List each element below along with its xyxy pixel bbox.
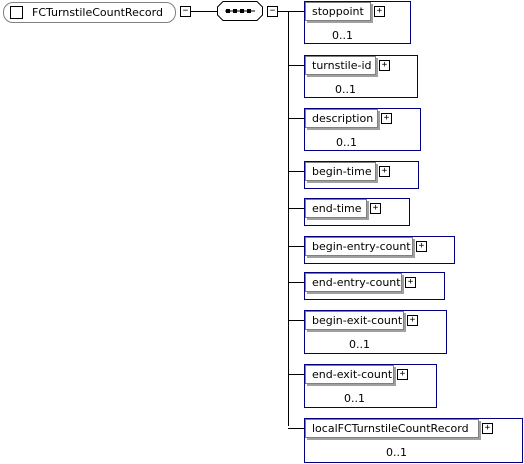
occurrence-label: 0..1 — [386, 446, 407, 459]
expand-icon[interactable]: + — [381, 113, 392, 124]
expand-icon[interactable]: + — [407, 315, 418, 326]
element-end-time[interactable]: end-time + — [304, 198, 410, 226]
element-name-box: localFCTurnstileCountRecord — [305, 419, 479, 438]
element-label: end-entry-count — [312, 276, 401, 289]
element-end-entry-count[interactable]: end-entry-count + — [304, 272, 445, 300]
element-end-exit-count[interactable]: end-exit-count +0..1 — [304, 364, 437, 408]
element-label: begin-exit-count — [312, 314, 403, 327]
expand-icon[interactable]: + — [482, 423, 493, 434]
sequence-collapse-icon[interactable]: − — [267, 6, 278, 17]
element-label: end-time — [312, 202, 362, 215]
element-name-box: turnstile-id — [305, 56, 376, 75]
root-element[interactable]: FCTurnstileCountRecord — [3, 2, 176, 23]
element-name-box: stoppoint — [305, 2, 371, 21]
element-icon — [10, 6, 23, 19]
element-label: stoppoint — [312, 5, 364, 18]
element-localFCTurnstileCountRecord[interactable]: localFCTurnstileCountRecord +0..1 — [304, 418, 523, 463]
collapse-icon[interactable]: − — [180, 6, 191, 17]
element-label: begin-time — [312, 165, 372, 178]
element-name-box: end-time — [305, 199, 367, 218]
occurrence-label: 0..1 — [349, 338, 370, 351]
expand-icon[interactable]: + — [379, 166, 390, 177]
element-turnstile-id[interactable]: turnstile-id +0..1 — [304, 55, 418, 98]
element-name-box: end-entry-count — [305, 273, 402, 292]
element-name-box: begin-exit-count — [305, 311, 404, 330]
element-label: begin-entry-count — [312, 240, 411, 253]
element-name-box: begin-entry-count — [305, 237, 413, 256]
expand-icon[interactable]: + — [379, 60, 390, 71]
element-stoppoint[interactable]: stoppoint +0..1 — [304, 1, 411, 44]
occurrence-label: 0..1 — [344, 392, 365, 405]
element-description[interactable]: description +0..1 — [304, 108, 421, 151]
expand-icon[interactable]: + — [374, 6, 385, 17]
element-label: description — [312, 112, 374, 125]
element-label: end-exit-count — [312, 368, 393, 381]
element-label: turnstile-id — [312, 59, 372, 72]
occurrence-label: 0..1 — [336, 136, 357, 149]
root-element-label: FCTurnstileCountRecord — [32, 6, 163, 19]
element-name-box: begin-time — [305, 162, 376, 181]
element-name-box: end-exit-count — [305, 365, 394, 384]
sequence-compositor[interactable] — [217, 1, 263, 21]
sequence-icon — [217, 1, 263, 21]
expand-icon[interactable]: + — [416, 241, 427, 252]
expand-icon[interactable]: + — [405, 277, 416, 288]
element-label: localFCTurnstileCountRecord — [312, 422, 469, 435]
element-begin-time[interactable]: begin-time + — [304, 161, 419, 189]
occurrence-label: 0..1 — [335, 83, 356, 96]
expand-icon[interactable]: + — [370, 203, 381, 214]
element-name-box: description — [305, 109, 378, 128]
element-begin-exit-count[interactable]: begin-exit-count +0..1 — [304, 310, 447, 354]
element-begin-entry-count[interactable]: begin-entry-count + — [304, 236, 455, 264]
occurrence-label: 0..1 — [332, 29, 353, 42]
expand-icon[interactable]: + — [397, 369, 408, 380]
